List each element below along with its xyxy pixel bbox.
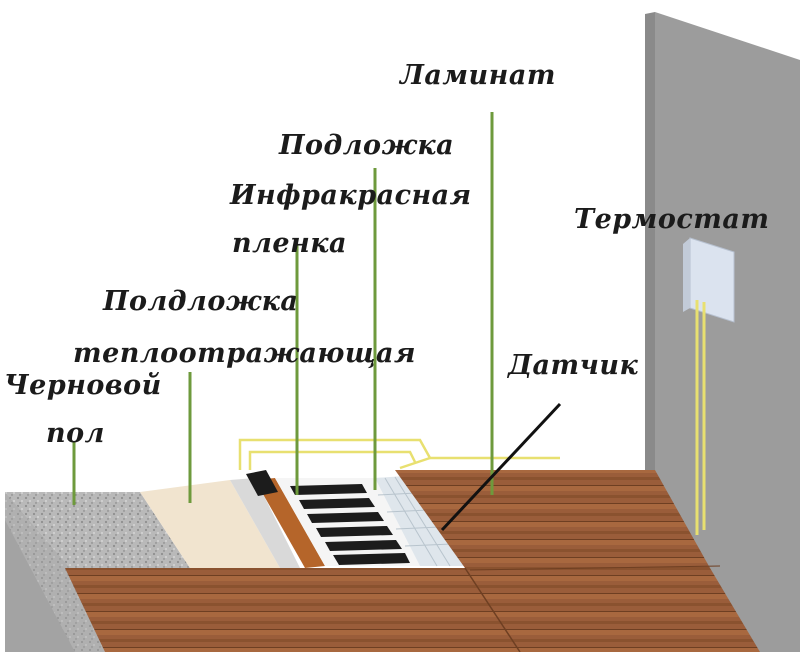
thermostat — [683, 237, 735, 535]
ir-film — [275, 478, 420, 566]
label-laminate: Ламинат — [400, 60, 556, 91]
reflective-underlay — [140, 480, 280, 568]
label-subfloor-line1: Черновой — [4, 370, 162, 401]
sensor-line — [440, 402, 562, 532]
label-thermostat: Термостат — [574, 204, 770, 235]
laminate-front — [65, 568, 760, 652]
label-reflective-underlay-line1: Полдложка — [103, 286, 299, 317]
subfloor — [5, 492, 190, 568]
film-base — [230, 478, 300, 568]
label-subfloor-line2: пол — [46, 418, 105, 449]
wall — [655, 12, 800, 652]
label-sensor: Датчик — [508, 350, 639, 381]
label-underlay: Подложка — [279, 130, 455, 161]
leader-lines — [72, 112, 494, 505]
label-reflective-underlay-line2: теплоотражающая — [73, 338, 416, 369]
label-ir-film-line2: пленка — [232, 228, 348, 259]
yellow-wiring — [238, 438, 560, 470]
copper-strip — [255, 478, 325, 568]
label-ir-film-line1: Инфракрасная — [230, 180, 472, 211]
wall-side — [645, 12, 655, 562]
